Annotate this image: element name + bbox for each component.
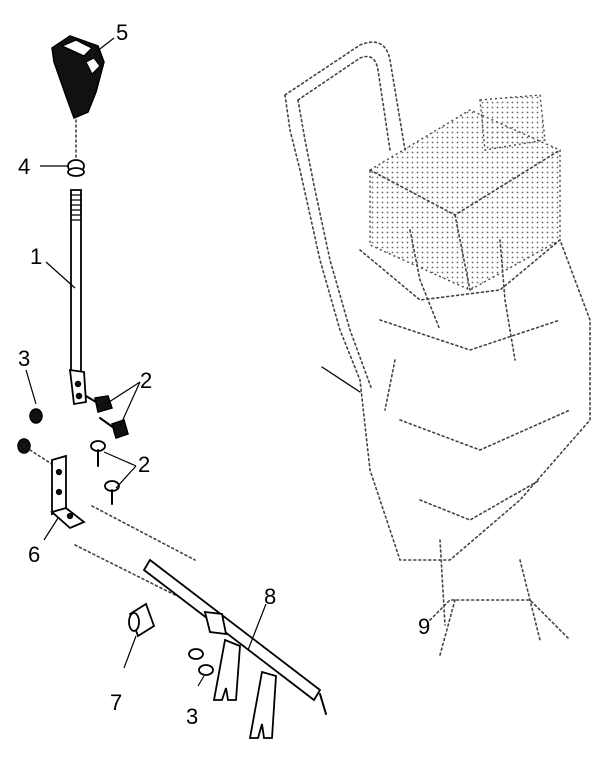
- shift-knob-part: [51, 35, 105, 120]
- bushing-part: [128, 602, 156, 638]
- callout-2-upper: 2: [140, 368, 152, 393]
- shift-lever-rod-part: [68, 189, 87, 406]
- callout-4: 4: [18, 154, 30, 179]
- callout-3-upper: 3: [18, 346, 30, 371]
- lower-bolts-part: [90, 440, 120, 505]
- lower-washers-part: [188, 648, 214, 676]
- shift-shaft-part: [74, 505, 327, 739]
- callout-9: 9: [418, 614, 430, 639]
- leader-lines: [25, 37, 267, 687]
- callout-8: 8: [264, 584, 276, 609]
- callout-2-lower: 2: [138, 452, 150, 477]
- callout-5: 5: [116, 20, 128, 45]
- upper-bolts-part: [85, 395, 129, 439]
- callout-1: 1: [30, 244, 42, 269]
- tractor-body-outline: [284, 41, 591, 656]
- callout-6: 6: [28, 542, 40, 567]
- nut-part: [67, 159, 85, 177]
- callout-3-lower: 3: [186, 704, 198, 729]
- callout-7: 7: [110, 690, 122, 715]
- bracket-part: [50, 454, 86, 530]
